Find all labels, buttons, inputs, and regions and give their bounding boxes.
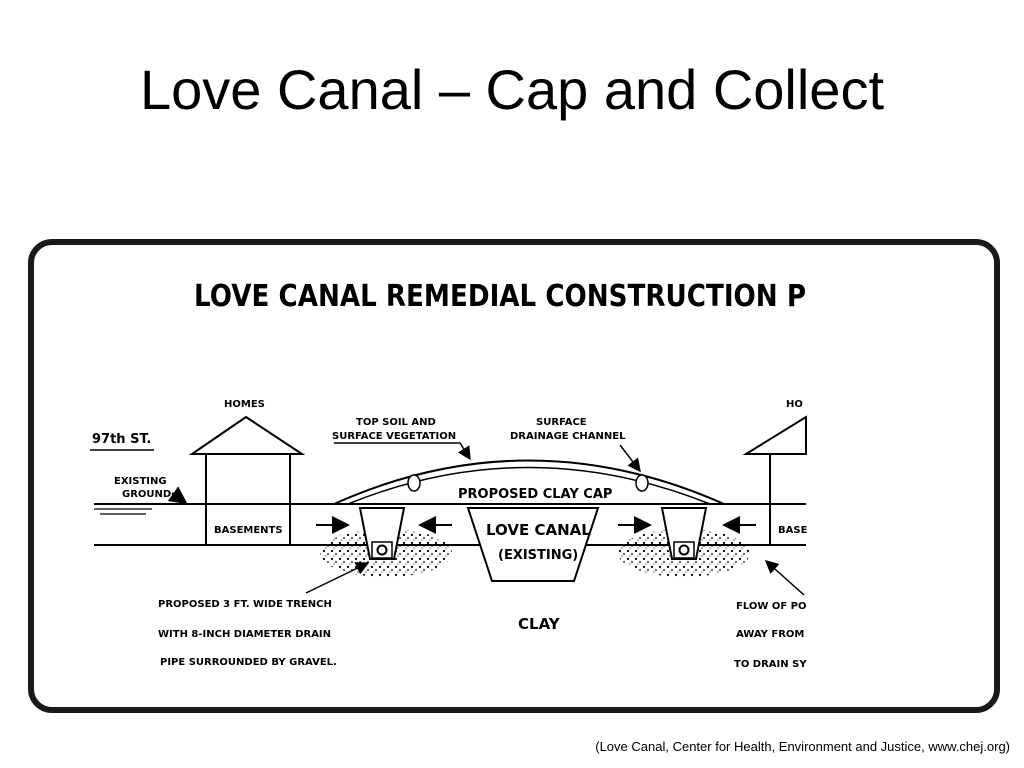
label-trench-3: PIPE SURROUNDED BY GRAVEL. [160,657,337,668]
home-left [188,415,306,545]
label-existing-ground-2: GROUND [122,489,171,500]
arrow-existing-ground [167,486,188,505]
crop-mask [807,245,994,707]
label-flow-3: TO DRAIN SY [734,659,807,670]
label-topsoil-2: SURFACE VEGETATION [332,431,456,442]
arrow-topsoil [334,442,471,461]
label-flow-1: FLOW OF PO [736,601,807,612]
label-drainage-2: DRAINAGE CHANNEL [510,431,626,442]
label-love-canal: LOVE CANAL [486,521,591,539]
diagram-frame: LOVE CANAL REMEDIAL CONSTRUCTION P HOMES… [28,239,1000,713]
label-topsoil-1: TOP SOIL AND [356,417,436,428]
arrow-flow [764,559,805,596]
drainage-channel-left [407,474,421,492]
slide-title: Love Canal – Cap and Collect [139,58,885,121]
trench-right [660,507,708,560]
label-homes-left: HOMES [224,399,265,410]
label-clay: CLAY [518,615,561,633]
clay-cap-outer [333,459,725,505]
source-caption: (Love Canal, Center for Health, Environm… [595,739,1010,754]
label-homes-right: HO [786,399,803,410]
home-right [742,415,807,545]
trench-left [358,507,406,560]
label-flow-2: AWAY FROM [736,629,804,640]
label-basements-left: BASEMENTS [214,525,283,536]
diagram-heading: LOVE CANAL REMEDIAL CONSTRUCTION P [194,279,806,314]
label-trench-2: WITH 8-INCH DIAMETER DRAIN [158,629,331,640]
label-existing-ground-1: EXISTING [114,476,167,487]
label-street: 97th ST. [92,432,151,447]
label-clay-cap: PROPOSED CLAY CAP [458,487,612,502]
drainage-channel-right [635,474,649,492]
remedial-construction-diagram: LOVE CANAL REMEDIAL CONSTRUCTION P HOMES… [90,245,994,707]
drain-pipe-left [376,544,388,556]
label-existing: (EXISTING) [498,548,578,563]
label-trench-1: PROPOSED 3 FT. WIDE TRENCH [158,599,332,610]
arrow-drainage [619,444,641,473]
label-basements-right: BASE [778,525,808,536]
drain-pipe-right [678,544,690,556]
label-drainage-1: SURFACE [536,417,587,428]
clay-cap-inner [347,466,711,505]
arrow-trench [305,562,370,594]
love-canal-basin [466,507,600,582]
